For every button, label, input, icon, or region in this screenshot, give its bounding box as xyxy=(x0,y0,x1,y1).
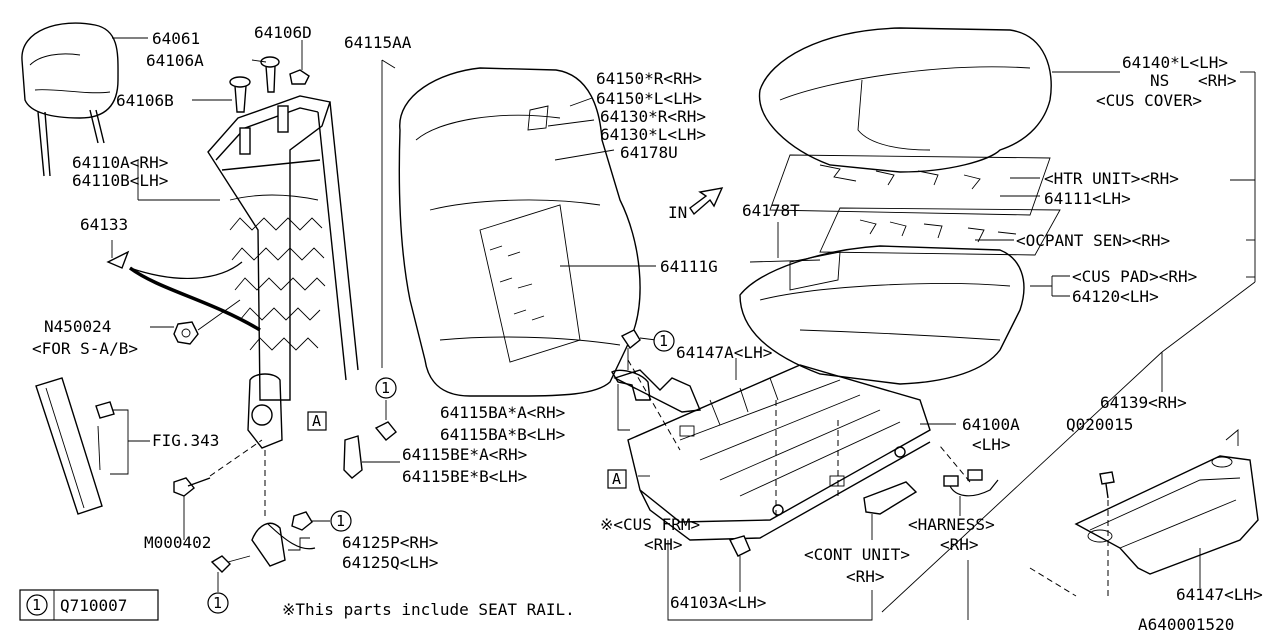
label-bolt: M000402 xyxy=(144,533,211,552)
label-screw-q: Q020015 xyxy=(1066,415,1133,434)
label-fig-ref: FIG.343 xyxy=(152,431,219,450)
label-cap: 64103A<LH> xyxy=(670,593,766,612)
ref-a-box-back: A xyxy=(307,411,327,431)
callout-1-bottom: 1 xyxy=(207,592,229,614)
label-guide-b: 64106B xyxy=(116,91,174,110)
label-cus-frm-rh: <RH> xyxy=(644,535,683,554)
label-cushion-frame-a: 64100A xyxy=(962,415,1020,434)
label-clip: 64133 xyxy=(80,215,128,234)
label-back-heater: 64111G xyxy=(660,257,718,276)
seat-back-frame xyxy=(207,95,359,449)
legend-code: Q710007 xyxy=(60,596,127,615)
label-back-frame-lh: 64110B<LH> xyxy=(72,171,168,190)
headrest-illustration xyxy=(21,22,119,177)
label-front-mark: IN xyxy=(668,203,687,222)
label-harness-p: 64125P<RH> xyxy=(342,533,438,552)
svg-text:1: 1 xyxy=(659,332,668,350)
label-harness: <HARNESS> xyxy=(908,515,995,534)
label-cushion-pad: <CUS PAD><RH> xyxy=(1072,267,1197,286)
callout-1-harness: 1 xyxy=(330,510,352,532)
side-cover xyxy=(1074,429,1259,575)
svg-text:A: A xyxy=(312,412,321,430)
label-guide-d: 64106D xyxy=(254,23,312,42)
label-cover-t: 64178T xyxy=(742,201,800,220)
label-control-unit: <CONT UNIT> xyxy=(804,545,910,564)
guide-illustrations xyxy=(229,56,310,113)
svg-text:1: 1 xyxy=(381,379,390,397)
legend-box: 1 Q710007 xyxy=(19,589,159,621)
svg-text:A: A xyxy=(612,470,621,488)
label-cushion-pad-lh: 64120<LH> xyxy=(1072,287,1159,306)
svg-text:1: 1 xyxy=(213,594,222,612)
label-cus-frm: ※<CUS FRM> xyxy=(600,515,700,534)
label-cushion-frame-lh: <LH> xyxy=(972,435,1011,454)
cushion-cover xyxy=(758,27,1052,173)
label-cover-u: 64178U xyxy=(620,143,678,162)
label-cushion-cover-ns: NS xyxy=(1150,71,1169,90)
ref-a-box-frame: A xyxy=(607,469,627,489)
legend-number: 1 xyxy=(32,596,41,614)
label-cushion-cover-name: <CUS COVER> xyxy=(1096,91,1202,110)
callout-1-frame: 1 xyxy=(653,330,675,352)
label-back-frame-rh: 64110A<RH> xyxy=(72,153,168,172)
label-nut: N450024 xyxy=(44,317,111,336)
label-harness-q: 64125Q<LH> xyxy=(342,553,438,572)
label-back-pad: 64115AA xyxy=(344,33,412,52)
airbag-module-illustration xyxy=(35,377,115,515)
label-cushion-cover-l: 64140*L<LH> xyxy=(1122,53,1228,72)
label-harness-rh: <RH> xyxy=(940,535,979,554)
diagram-id: A640001520 xyxy=(1138,615,1234,634)
label-cushion-cover-rh: <RH> xyxy=(1198,71,1237,90)
label-trim-l1: 64150*L<LH> xyxy=(596,89,702,108)
label-back-bracket-a: 64115BA*A<RH> xyxy=(440,403,565,422)
label-trim-r1: 64150*R<RH> xyxy=(596,69,702,88)
label-trim-l2: 64130*L<LH> xyxy=(600,125,706,144)
cushion-pad xyxy=(739,245,1025,385)
callout-1-back: 1 xyxy=(375,377,397,399)
label-headrest: 64061 xyxy=(152,29,200,48)
label-back-bracket-b: 64115BA*B<LH> xyxy=(440,425,565,444)
label-guide-a: 64106A xyxy=(146,51,204,70)
label-trim-r2: 64130*R<RH> xyxy=(600,107,706,126)
label-occupant-sensor: <OCPANT SEN><RH> xyxy=(1016,231,1170,250)
label-back-bracket-ea: 64115BE*A<RH> xyxy=(402,445,527,464)
label-frame-cover: 64147A<LH> xyxy=(676,343,772,362)
label-heater-unit: <HTR UNIT><RH> xyxy=(1044,169,1179,188)
label-control-unit-rh: <RH> xyxy=(846,567,885,586)
label-heater-lh: 64111<LH> xyxy=(1044,189,1131,208)
cushion-frame xyxy=(613,364,931,541)
label-assy: 64139<RH> xyxy=(1100,393,1187,412)
svg-text:1: 1 xyxy=(336,512,345,530)
label-side-cover: 64147<LH> xyxy=(1176,585,1263,604)
seat-rail-note: ※This parts include SEAT RAIL. xyxy=(282,600,575,619)
label-back-bracket-eb: 64115BE*B<LH> xyxy=(402,467,527,486)
label-nut-note: <FOR S-A/B> xyxy=(32,339,138,358)
